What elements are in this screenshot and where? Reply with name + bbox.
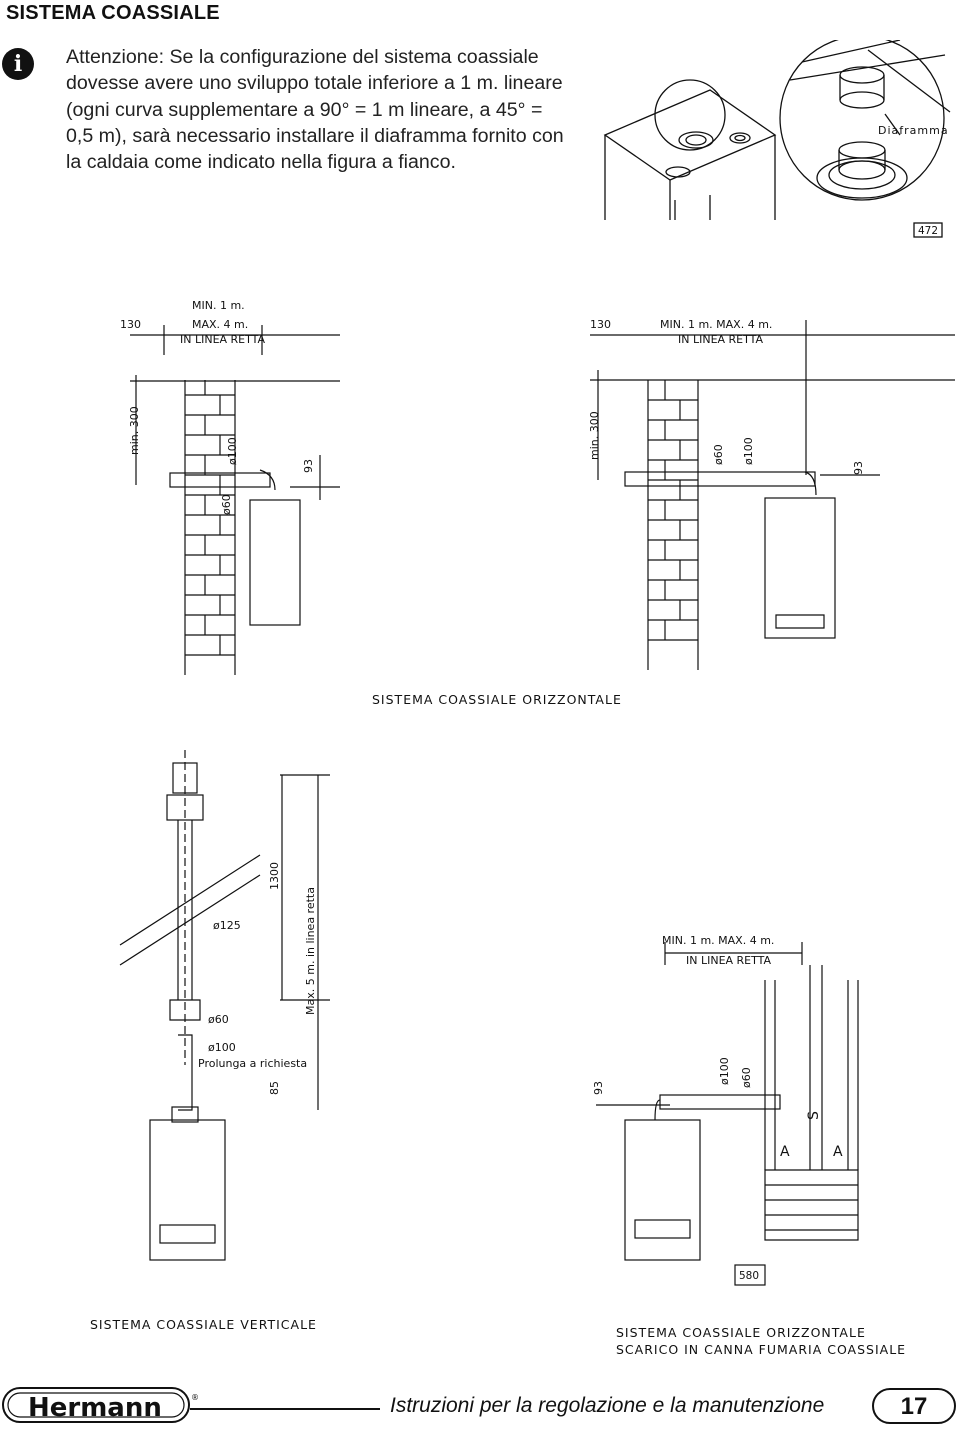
minmax-label-flue: MIN. 1 m. MAX. 4 m. [662, 934, 774, 947]
min300-left: min. 300 [128, 406, 141, 455]
minmax-label-right: MIN. 1 m. MAX. 4 m. [660, 318, 772, 331]
figure-code-580: 580 [739, 1270, 759, 1282]
d60-vertical: ø60 [208, 1013, 229, 1026]
hermann-logo: Hermann ® [2, 1387, 199, 1423]
dim-93-right: 93 [852, 461, 865, 475]
info-icon: i [2, 48, 34, 80]
svg-text:®: ® [191, 1393, 199, 1402]
diaframma-label: Diaframma [878, 124, 949, 137]
logo-text: Hermann [28, 1393, 162, 1423]
d60-right: ø60 [712, 444, 725, 465]
page-number: 17 [872, 1388, 956, 1424]
dim-93-flue: 93 [592, 1081, 605, 1095]
dim-130-left: 130 [120, 318, 141, 331]
d100-flue: ø100 [718, 1057, 731, 1085]
d100-left: ø100 [226, 437, 239, 465]
caption-flue-line2: SCARICO IN CANNA FUMARIA COASSIALE [616, 1342, 907, 1357]
horizontal-coaxial-figure-right: 130 MIN. 1 m. MAX. 4 m. IN LINEA RETTA m… [588, 318, 955, 670]
flue-coaxial-figure: MIN. 1 m. MAX. 4 m. IN LINEA RETTA 93 ø1… [592, 934, 859, 1286]
caption-horizontal: SISTEMA COASSIALE ORIZZONTALE [372, 692, 622, 707]
s-label-flue: S [806, 1111, 822, 1120]
max5-label: Max. 5 m. in linea retta [304, 887, 317, 1015]
footer-rule [190, 1408, 380, 1410]
figure-code-472: 472 [918, 225, 938, 237]
caption-flue-line1: SISTEMA COASSIALE ORIZZONTALE [616, 1325, 866, 1340]
d60-left: ø60 [220, 494, 233, 515]
extension-label: Prolunga a richiesta [198, 1057, 307, 1070]
min-label-left: MIN. 1 m. [192, 299, 245, 312]
dim-1300: 1300 [268, 862, 281, 890]
dim-85: 85 [268, 1081, 281, 1095]
a-label-flue-1: A [780, 1144, 790, 1160]
min300-right: min. 300 [588, 411, 601, 460]
footer-title: Istruzioni per la regolazione e la manut… [390, 1394, 825, 1417]
caption-vertical: SISTEMA COASSIALE VERTICALE [90, 1317, 317, 1332]
d100-right: ø100 [742, 437, 755, 465]
d60-flue: ø60 [740, 1067, 753, 1088]
straight-label-flue: IN LINEA RETTA [686, 954, 772, 967]
straight-label-right: IN LINEA RETTA [678, 333, 764, 346]
dim-93-left: 93 [302, 459, 315, 473]
notice-paragraph: Attenzione: Se la configurazione del sis… [66, 46, 564, 174]
d125-label: ø125 [213, 919, 241, 932]
diaphragm-detail-figure: Diaframma 472 [603, 40, 951, 238]
dim-130-right: 130 [590, 318, 611, 331]
vertical-coaxial-figure: 1300 Max. 5 m. in linea retta ø125 ø60 ø… [119, 750, 330, 1261]
a-label-flue-2: A [833, 1144, 843, 1160]
d100-vertical: ø100 [208, 1041, 236, 1054]
section-title: SISTEMA COASSIALE [6, 2, 220, 24]
straight-label-left: IN LINEA RETTA [180, 333, 266, 346]
max-label-left: MAX. 4 m. [192, 318, 248, 331]
horizontal-coaxial-figure-left: 130 MIN. 1 m. MAX. 4 m. IN LINEA RETTA m… [120, 299, 340, 675]
